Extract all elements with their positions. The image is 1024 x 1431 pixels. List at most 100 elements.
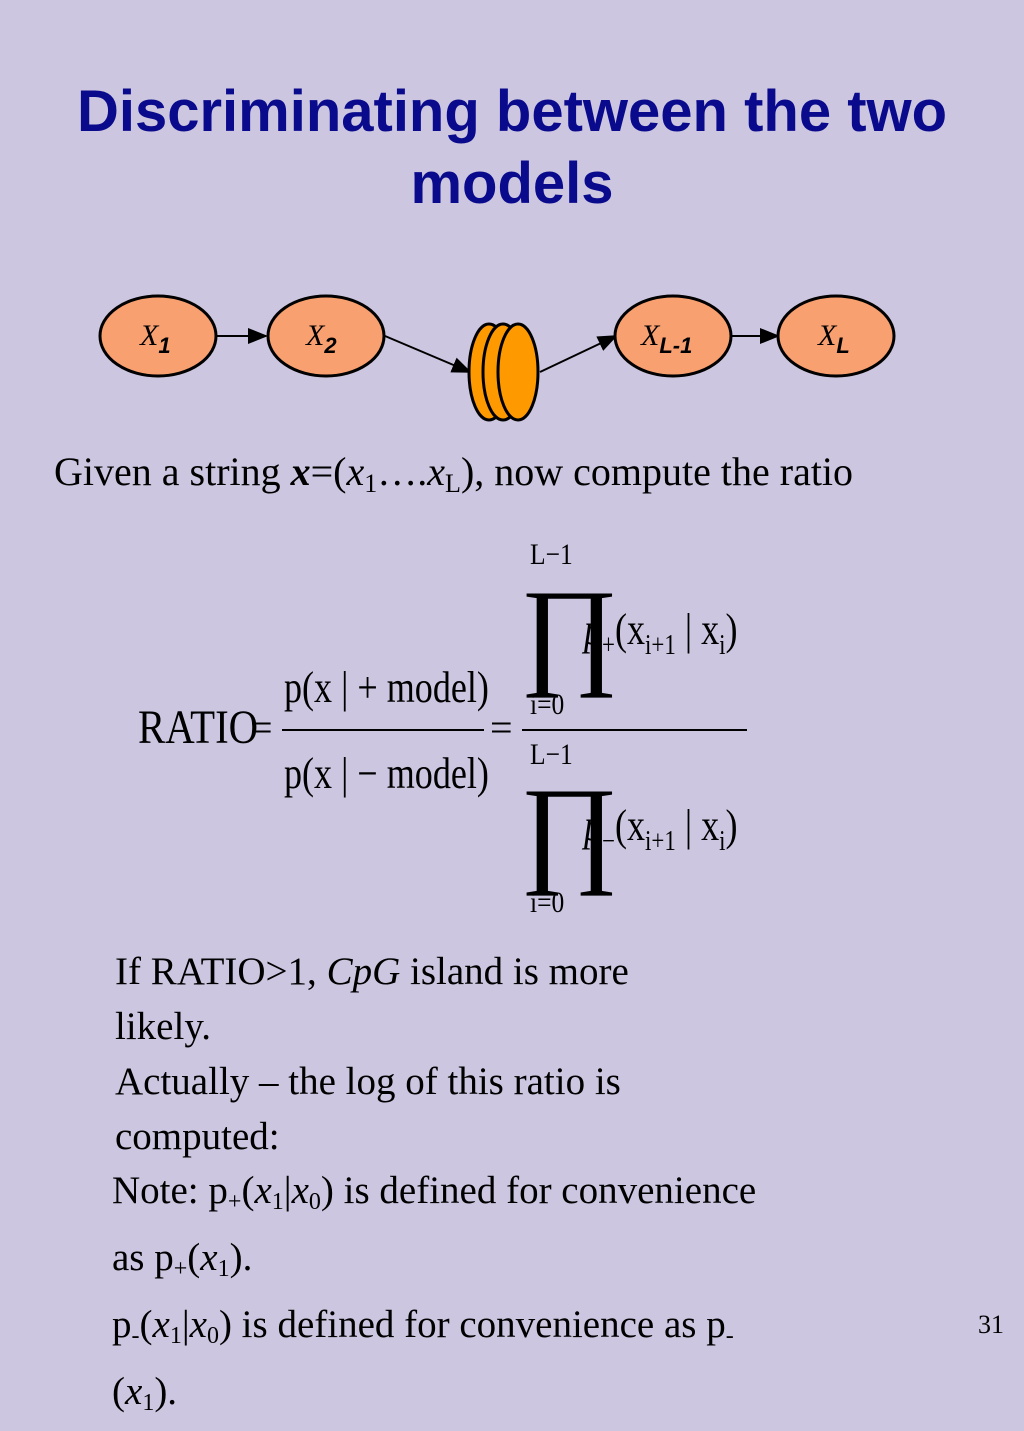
note-l1-bar: | [283,1169,292,1212]
given-dots: …. [377,449,428,494]
ratio-numerator: p(x | + model) [284,663,489,712]
ratio-label: RATIO [138,701,259,754]
given-eq-open: =( [310,449,347,494]
svg-text:X1: X1 [139,319,171,358]
lower-product-term: p−(xi+1 | xi) [584,800,738,858]
note-l4-c: ). [154,1370,178,1413]
slide-title: Discriminating between the two models [0,76,1024,220]
explanation-text: If RATIO>1, CpG island is more likely. A… [115,944,629,1164]
term-plus-mid: | x [675,605,720,654]
note-line-2: as p+(x1). [112,1230,756,1297]
note-l3-x1: x [152,1303,170,1346]
given-x1-sub: 1 [364,469,378,498]
page-number: 31 [978,1310,1004,1339]
note-l1-b: ( [241,1169,255,1212]
node-xl-1: XL-1 [613,294,733,378]
paragraph-line-3: Actually – the log of this ratio is [115,1060,621,1103]
term-plus-sub-i: i [719,630,726,661]
note-text: Note: p+(x1|x0) is defined for convenien… [112,1163,756,1431]
note-l3-c: ) is defined for convenience as p [218,1303,726,1346]
note-line-4: (x1). [112,1364,756,1431]
paragraph-1-a: If RATIO>1, [115,950,327,993]
given-x1: x [346,449,365,494]
note-l1-sub: + [227,1189,242,1215]
node-xl-1-symbol: X [640,319,661,352]
svg-text:XL: XL [817,319,850,358]
paragraph-line-4: computed: [115,1115,280,1158]
term-minus-sub-i1: i+1 [645,826,676,857]
node-xl-symbol: X [817,319,838,352]
note-l1-a: Note: p [112,1169,228,1212]
term-plus-p: p [584,605,603,654]
node-x2-symbol: X [305,319,326,352]
term-minus-sub-i: i [719,826,726,857]
markov-chain-diagram: X1 X2 XL-1 XL [98,294,896,422]
equals-sign-1: = [250,705,273,750]
lower-product-symbol: ∏ [520,763,619,896]
note-l2-c: ). [229,1236,253,1279]
note-l3-b: ( [139,1303,153,1346]
note-l2-x: x [200,1236,218,1279]
node-x2-subscript: 2 [323,333,337,358]
given-xl: x [427,449,446,494]
node-x2: X2 [266,294,386,378]
note-l2-a: as p [112,1236,174,1279]
note-l3-x1sub: 1 [169,1323,182,1349]
upper-product-term: p+(xi+1 | xi) [584,604,738,662]
fraction-line-2 [522,729,747,731]
fraction-line-1 [282,729,484,731]
note-l1-x1sub: 1 [271,1189,284,1215]
term-plus-args: (x [614,605,646,654]
title-line-2: models [410,151,614,216]
note-l1-c: ) is defined for convenience [320,1169,757,1212]
term-plus-sub-i1: i+1 [645,630,676,661]
paragraph-line-1: If RATIO>1, CpG island is more [115,944,629,999]
title-line-1: Discriminating between the two [76,79,948,144]
node-xl-subscript: L [836,333,849,358]
arrow-stack-xl1 [539,335,618,373]
note-l3-sub: - [131,1323,140,1349]
lower-prod-lower-limit: i=0 [530,886,565,919]
note-l3-a: p [112,1303,132,1346]
note-l3-x0: x [189,1303,207,1346]
term-plus-sub: + [602,630,615,661]
node-xl: XL [776,294,896,378]
given-xl-sub: L [445,469,461,498]
paragraph-1-cpg: CpG [326,950,401,993]
upper-prod-lower-limit: i=0 [530,688,565,721]
note-l4-x: x [125,1370,143,1413]
note-l4-xsub: 1 [142,1390,155,1416]
note-l4-a: ( [112,1370,125,1413]
term-minus-p: p [584,801,603,850]
note-l1-x0sub: 0 [308,1189,321,1215]
note-l2-xsub: 1 [217,1256,230,1282]
term-minus-args: (x [614,801,646,850]
paragraph-line-2: likely. [115,1005,212,1048]
upper-product-symbol: ∏ [520,565,619,698]
note-l2-b: ( [187,1236,201,1279]
equals-sign-2: = [490,705,513,750]
given-prefix: Given a string [54,449,291,494]
lower-prod-upper-limit: L−1 [530,738,573,771]
given-suffix: ), now compute the ratio [460,449,854,494]
node-x1: X1 [98,294,218,378]
term-plus-close: ) [725,605,738,654]
paragraph-1-b: island is more [400,950,629,993]
note-l1-x1: x [254,1169,272,1212]
note-l1-x0: x [291,1169,309,1212]
note-l3-x0sub: 0 [206,1323,219,1349]
node-x1-symbol: X [139,319,160,352]
note-line-1: Note: p+(x1|x0) is defined for convenien… [112,1163,756,1230]
ratio-denominator: p(x | − model) [284,749,489,798]
term-minus-close: ) [725,801,738,850]
arrow-x2-stack [384,335,472,373]
node-xl-1-subscript: L-1 [659,333,692,358]
note-l2-sub: + [173,1256,188,1282]
note-line-3: p-(x1|x0) is defined for convenience as … [112,1297,756,1364]
svg-text:XL-1: XL-1 [640,319,692,358]
node-x1-subscript: 1 [158,333,170,358]
upper-prod-upper-limit: L−1 [530,538,573,571]
svg-text:X2: X2 [305,319,337,358]
term-minus-mid: | x [675,801,720,850]
hidden-states-stack-icon [467,322,540,422]
